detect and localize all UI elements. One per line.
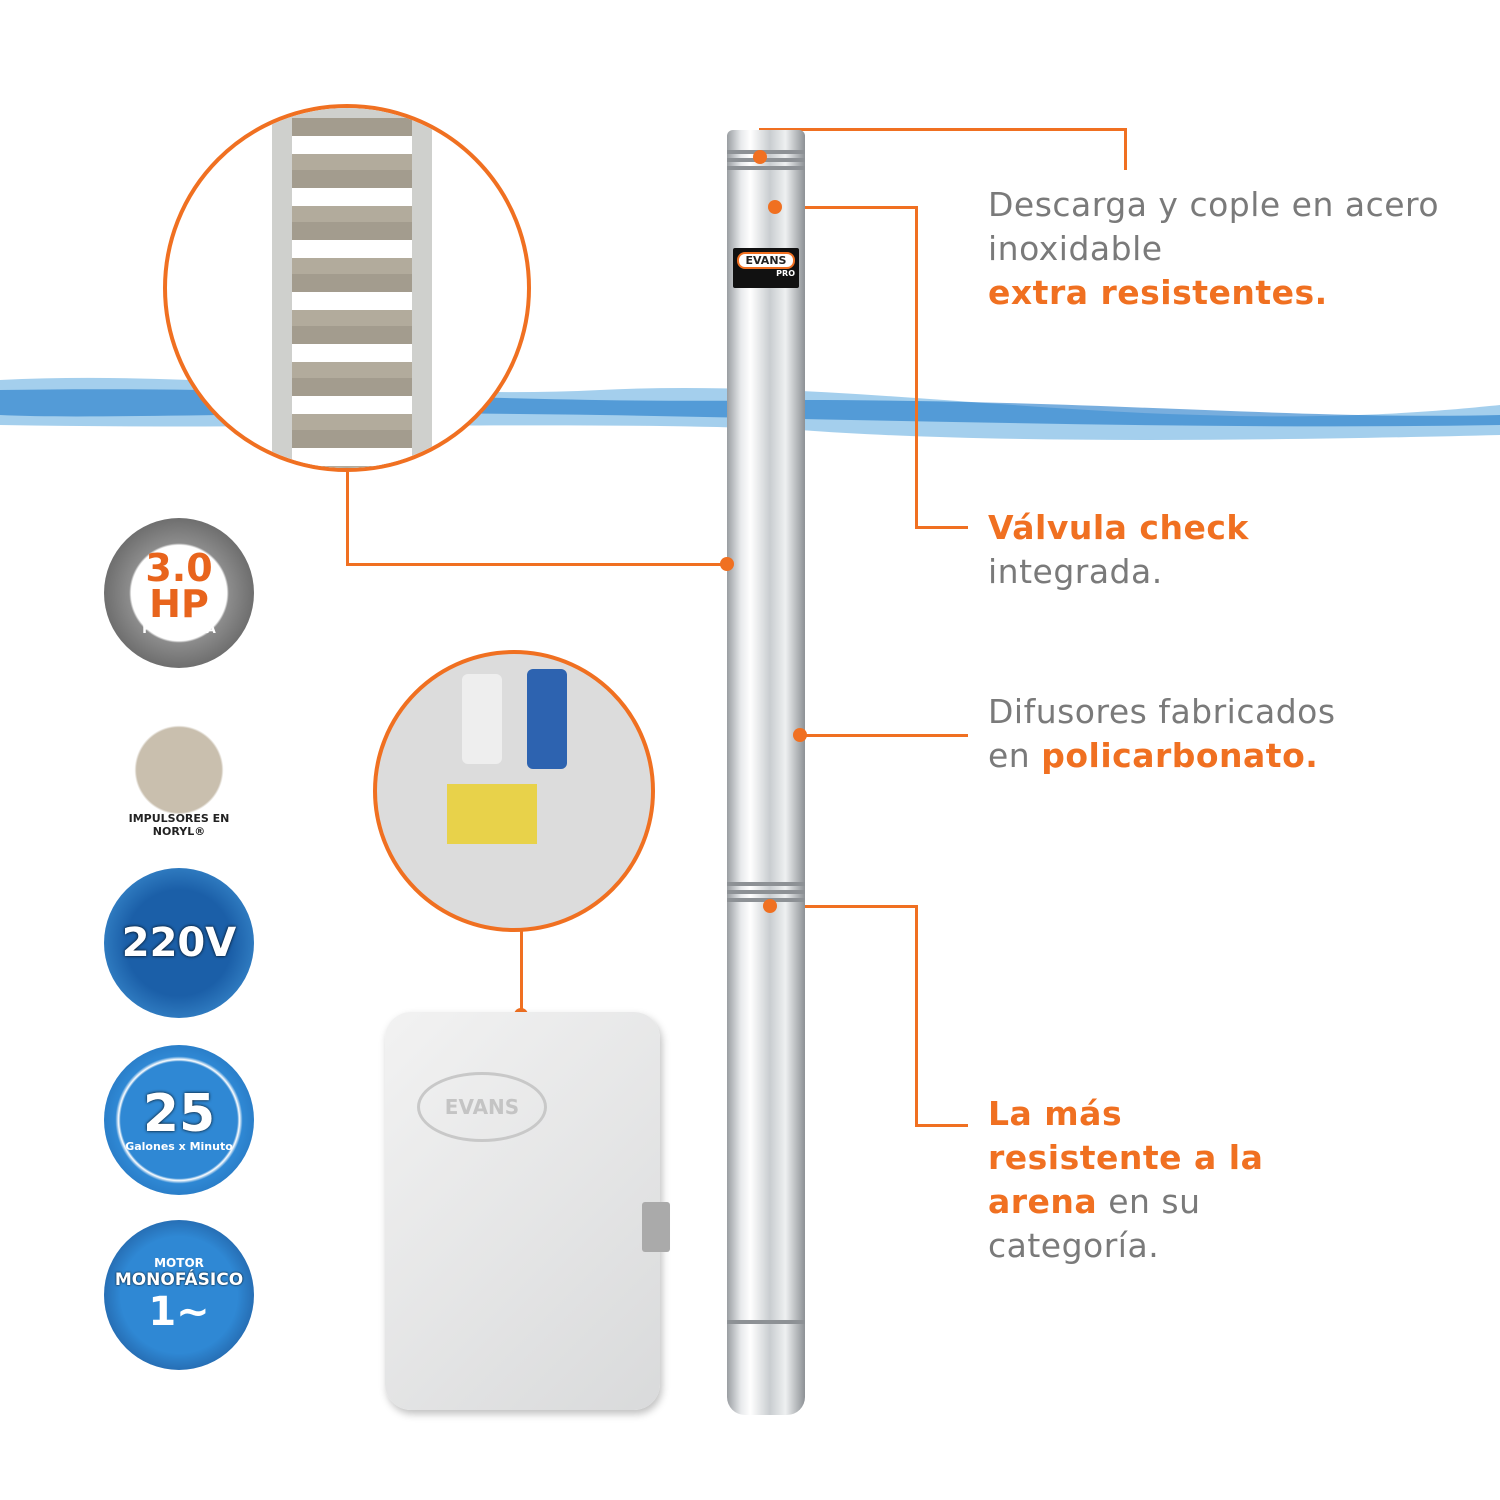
impeller-detail-circle (163, 104, 531, 472)
impellers-badge: IMPULSORES EN NORYL® (104, 695, 254, 845)
control-box-interior-circle (373, 650, 655, 932)
voltage-badge: 220V (104, 868, 254, 1018)
control-box: EVANS (385, 1012, 670, 1410)
motor-badge: MOTOR MONOFÁSICO 1~ (104, 1220, 254, 1370)
flow-badge: 25 Galones x Minuto (104, 1045, 254, 1195)
callout-diffusers: Difusores fabricados en policarbonato. (988, 692, 1336, 775)
callout-sand: La más resistente a la arena en su categ… (988, 1094, 1264, 1265)
power-badge: 3.0 HP POTENCIA (104, 518, 254, 668)
submersible-pump (727, 130, 805, 1415)
